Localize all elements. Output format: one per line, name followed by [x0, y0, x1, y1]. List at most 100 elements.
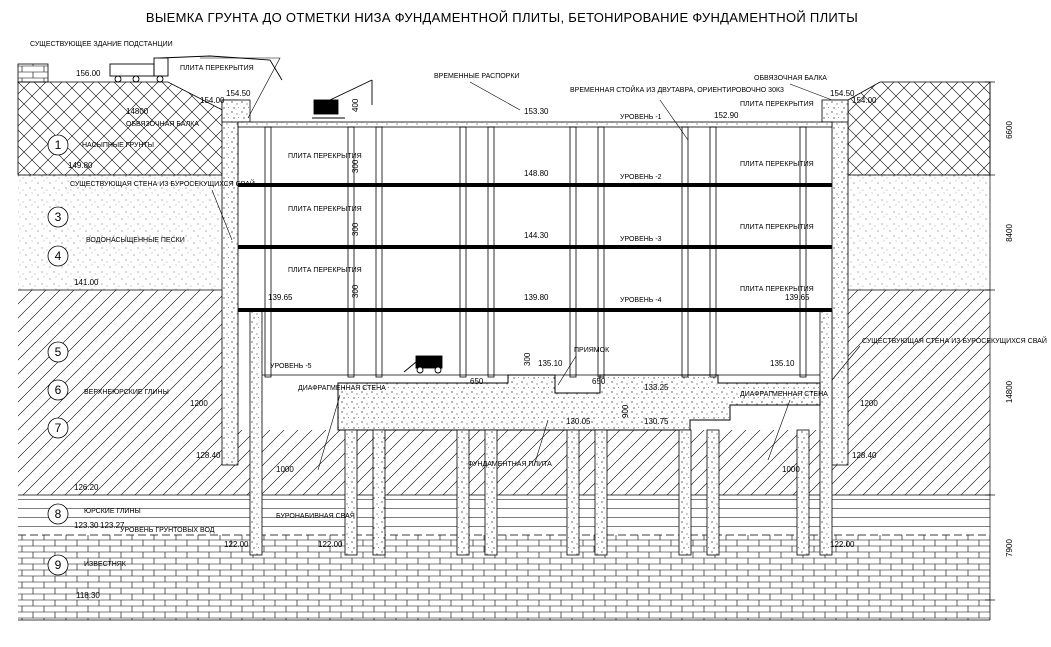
plita-l1-label: ПЛИТА ПЕРЕКРЫТИЯ: [288, 153, 362, 160]
slab-level-3: [238, 245, 832, 249]
layer-6-label: 6: [55, 383, 62, 397]
elev-128-40-left: 128.40: [196, 451, 221, 460]
plita-right-top-label: ПЛИТА ПЕРЕКРЫТИЯ: [740, 101, 814, 108]
dim-300-3: 300: [351, 284, 360, 298]
layer-5-label: 5: [55, 345, 62, 359]
diaphragm-right-label: ДИАФРАГМЕННАЯ СТЕНА: [740, 391, 828, 398]
pile-wall-left: [221, 99, 239, 466]
soil-sand-right: [848, 175, 990, 290]
tie-beam-left-label: ОБВЯЗОЧНАЯ БАЛКА: [126, 121, 199, 128]
layer-8-label: 8: [55, 507, 62, 521]
temp-struts-label: ВРЕМЕННЫЕ РАСПОРКИ: [434, 73, 519, 80]
elev-126-20: 126.20: [74, 483, 99, 492]
elev-118-30: 118.30: [76, 591, 100, 600]
elev-154-00-right: 154.00: [852, 96, 877, 105]
leader-lines: [200, 57, 861, 471]
pile-wall-right: [831, 99, 849, 466]
foundation-slab-label: ФУНДАМЕНТНАЯ ПЛИТА: [468, 461, 552, 468]
pile-wall-right-label: СУЩЕСТВУЮЩАЯ СТЕНА ИЗ БУРОСЕКУЩИХСЯ СВАЙ: [862, 336, 1047, 345]
diaphragm-wall-right: [819, 309, 833, 556]
slab-level-4: [238, 308, 832, 312]
elev-123-30: 123.30: [74, 521, 99, 530]
elev-135-10-right: 135.10: [770, 359, 795, 368]
elev-154-50-left: 154.50: [226, 89, 251, 98]
dim-300-2: 300: [351, 222, 360, 236]
pit-label: ПРИЯМОК: [574, 347, 610, 354]
elev-144-30: 144.30: [524, 231, 549, 240]
dim-900: 900: [621, 404, 630, 418]
fill-soils-label: НАСЫПНЫЕ ГРУНТЫ: [82, 142, 154, 149]
diaphragm-wall-left: [249, 309, 263, 556]
tie-beam-right-label: ОБВЯЗОЧНАЯ БАЛКА: [754, 75, 827, 82]
plita-l2-label: ПЛИТА ПЕРЕКРЫТИЯ: [288, 206, 362, 213]
tie-beam-left: [221, 99, 251, 123]
elev-133-25: 133.25: [644, 383, 669, 392]
dim-650-left: 650: [470, 377, 484, 386]
dim-1200-right: 1200: [860, 399, 878, 408]
elev-139-80: 139.80: [524, 293, 549, 302]
elev-153-30: 153.30: [524, 107, 549, 116]
plita-r2-label: ПЛИТА ПЕРЕКРЫТИЯ: [740, 224, 814, 231]
plita-l3-label: ПЛИТА ПЕРЕКРЫТИЯ: [288, 267, 362, 274]
substation-label: СУЩЕСТВУЮЩЕЕ ЗДАНИЕ ПОДСТАНЦИИ: [30, 41, 173, 48]
elev-123-27: 123.27: [100, 521, 125, 530]
slab-level-2: [238, 183, 832, 187]
slab-top: [237, 121, 833, 128]
elev-154-50-right: 154.50: [830, 89, 855, 98]
elev-130-75: 130.75: [644, 417, 669, 426]
layer-4-label: 4: [55, 249, 62, 263]
dim-1000-right: 1000: [782, 465, 800, 474]
dim-8400: 8400: [1005, 224, 1014, 242]
soil-clay-right: [848, 290, 990, 495]
elev-130-05: 130.05: [566, 417, 591, 426]
dim-7900: 7900: [1005, 539, 1014, 557]
layer-markers: [47, 134, 69, 576]
side-dimension-line: [985, 81, 995, 620]
dim-400: 400: [351, 98, 360, 112]
layer-7-label: 7: [55, 421, 62, 435]
dim-1200-left: 1200: [190, 399, 208, 408]
dim-300-pit: 300: [523, 352, 532, 366]
soil-sand-left: [18, 175, 238, 290]
tie-beam-right: [821, 99, 849, 123]
dim-6600: 6600: [1005, 121, 1014, 139]
water-sands-label: ВОДОНАСЫЩЕННЫЕ ПЕСКИ: [86, 237, 185, 244]
level-5-label: УРОВЕНЬ -5: [270, 363, 312, 370]
elev-152-90: 152.90: [714, 111, 739, 120]
layer-9-label: 9: [55, 558, 62, 572]
level-1-label: УРОВЕНЬ -1: [620, 114, 662, 121]
elev-128-40-right: 128.40: [852, 451, 877, 460]
elev-139-65-right: 139.65: [785, 293, 810, 302]
bored-pile-label: БУРОНАБИВНАЯ СВАЯ: [276, 513, 355, 520]
limestone-label: ИЗВЕСТНЯК: [84, 561, 127, 568]
layer-1-label: 1: [55, 138, 62, 152]
temp-post-label: ВРЕМЕННАЯ СТОЙКА ИЗ ДВУТАВРА, ОРИЕНТИРОВ…: [570, 85, 784, 94]
elev-122-00-right: 122.00: [830, 540, 855, 549]
level-2-label: УРОВЕНЬ -2: [620, 174, 662, 181]
substation-building: [17, 63, 49, 83]
level-3-label: УРОВЕНЬ -3: [620, 236, 662, 243]
diaphragm-left-label: ДИАФРАГМЕННАЯ СТЕНА: [298, 385, 386, 392]
bulldozer: [403, 355, 443, 374]
excavator-crane: [312, 79, 373, 119]
elev-156-00: 156.00: [76, 69, 101, 78]
soil-clay-under-slab: [238, 430, 848, 495]
elev-141-00: 141.00: [74, 278, 99, 287]
dim-1000-left: 1000: [276, 465, 294, 474]
layer-3-label: 3: [55, 210, 62, 224]
jurassic-clays-label: ЮРСКИЕ ГЛИНЫ: [84, 508, 141, 515]
plita-r3-label: ПЛИТА ПЕРЕКРЫТИЯ: [740, 286, 814, 293]
foundation-slab: [337, 374, 821, 431]
level-4-label: УРОВЕНЬ -4: [620, 297, 662, 304]
pile-wall-left-label: СУЩЕСТВУЮЩАЯ СТЕНА ИЗ БУРОСЕКУЩИХСЯ СВАЙ: [70, 179, 255, 188]
dim-300-1: 300: [351, 159, 360, 173]
elev-154-00-left: 154.00: [200, 96, 225, 105]
dim-14800: 14800: [1005, 380, 1014, 403]
elev-148-80: 148.80: [524, 169, 549, 178]
plita-label-top: ПЛИТА ПЕРЕКРЫТИЯ: [180, 65, 254, 72]
elev-139-65-left: 139.65: [268, 293, 293, 302]
elev-122-00-center: 122.00: [318, 540, 343, 549]
elev-149-80: 149.80: [68, 161, 93, 170]
elev-122-00-left: 122.00: [224, 540, 249, 549]
